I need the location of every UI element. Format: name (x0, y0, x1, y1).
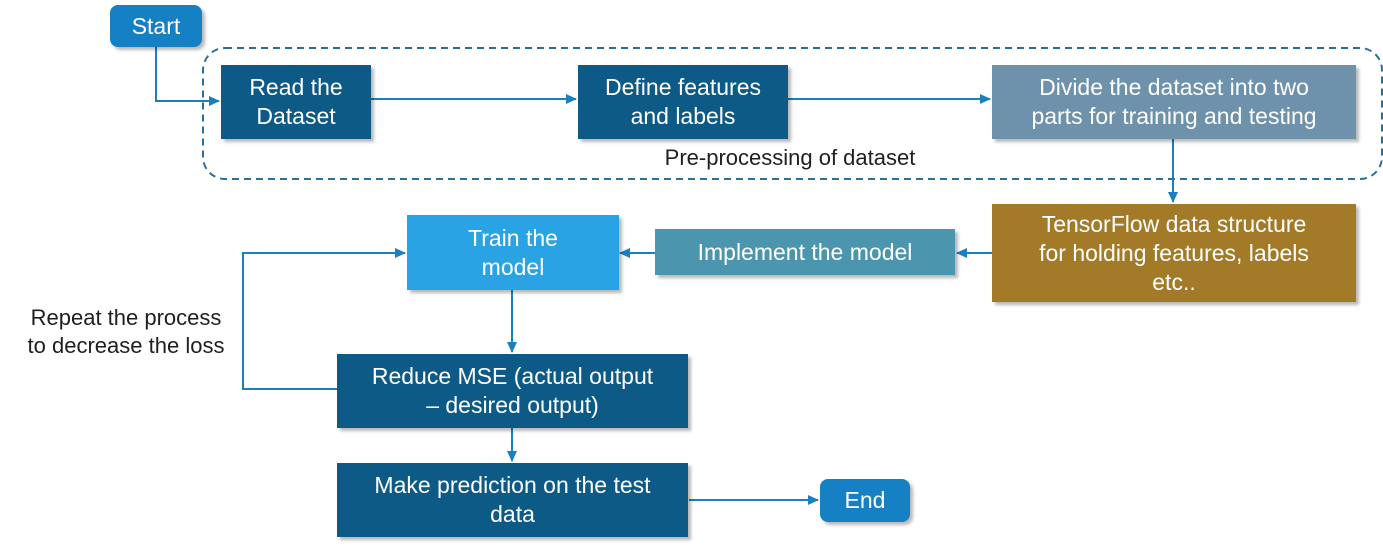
edge-repeat-loop (242, 248, 406, 390)
define-features-label: Define features and labels (605, 74, 761, 129)
tensorflow-structure-label: TensorFlow data structure for holding fe… (1039, 210, 1309, 295)
reduce-mse-node: Reduce MSE (actual output – desired outp… (337, 354, 688, 428)
implement-model-label: Implement the model (697, 238, 913, 265)
divide-dataset-label: Divide the dataset into two parts for tr… (1031, 74, 1317, 129)
connectors (155, 47, 1178, 505)
start-node-label: Start (131, 12, 181, 39)
repeat-loop-label: Repeat the process to decrease the loss (27, 305, 225, 358)
read-dataset-label: Read the Dataset (249, 74, 343, 129)
start-node: Start (110, 5, 202, 47)
reduce-mse-label: Reduce MSE (actual output – desired outp… (371, 363, 654, 418)
end-node-label: End (844, 487, 886, 513)
edge-start-to-read-dataset (155, 47, 220, 106)
end-node: End (820, 479, 910, 522)
train-model-label: Train the model (468, 224, 558, 280)
read-dataset-node: Read the Dataset (221, 65, 371, 139)
preprocessing-group-label: Pre-processing of dataset (664, 145, 916, 170)
tensorflow-structure-node: TensorFlow data structure for holding fe… (992, 204, 1356, 302)
divide-dataset-node: Divide the dataset into two parts for tr… (992, 65, 1356, 139)
make-prediction-label: Make prediction on the test data (374, 472, 651, 527)
make-prediction-node: Make prediction on the test data (337, 463, 688, 537)
train-model-node: Train the model (407, 215, 619, 290)
implement-model-node: Implement the model (655, 229, 955, 275)
preprocessing-group-border (202, 47, 1383, 180)
define-features-node: Define features and labels (578, 65, 788, 139)
